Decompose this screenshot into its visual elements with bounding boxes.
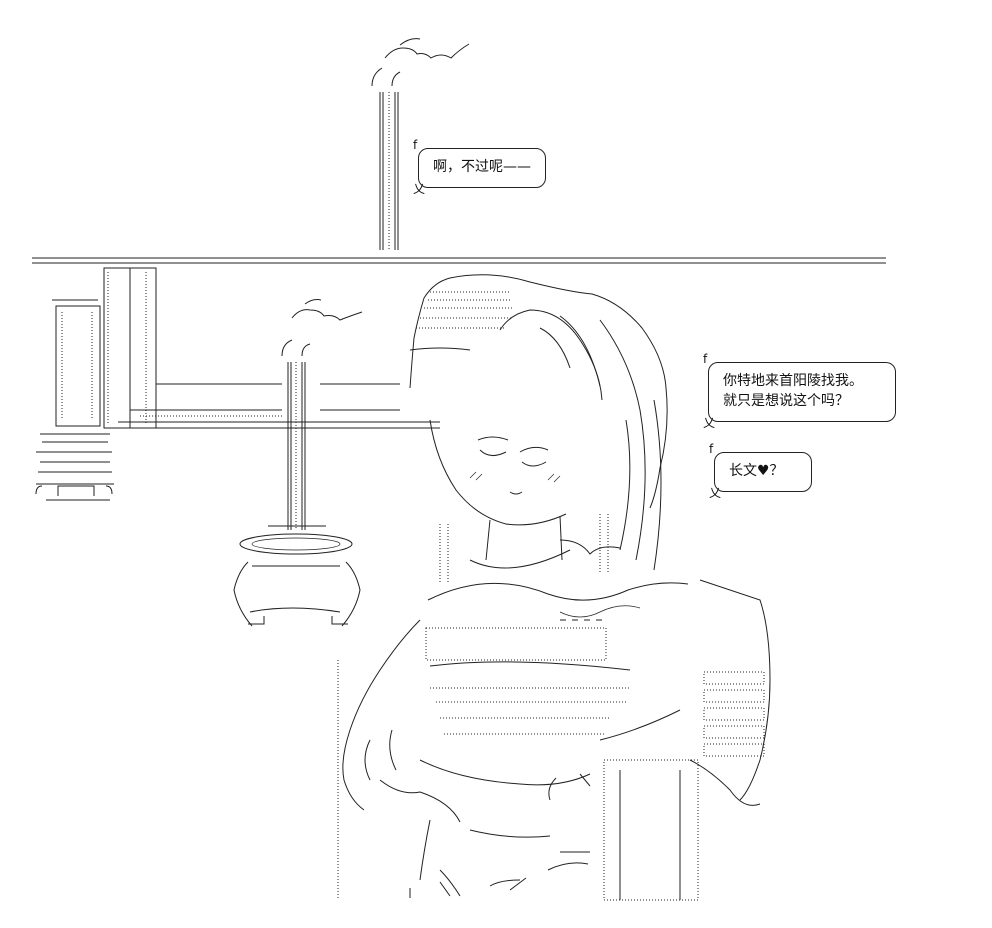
- speech-bubble-right-2: f 长文♥？ 乂: [709, 442, 812, 500]
- speech-bubble-top: f 啊，不过呢—— 乂: [413, 138, 546, 196]
- bubble-tail-top: f: [703, 352, 708, 366]
- speech-bubble-right-1: f 你特地来首阳陵找我。 就只是想说这个吗？ 乂: [703, 352, 896, 430]
- connecting-pipes: [118, 383, 440, 429]
- bubble-tail-bottom: 乂: [703, 416, 716, 430]
- cauldron: [233, 525, 361, 627]
- top-chimney: [379, 92, 399, 250]
- top-smoke: [371, 38, 470, 87]
- bubble-tail-top: f: [413, 138, 418, 152]
- bubble-tail-bottom: 乂: [413, 182, 426, 196]
- character-figure: [337, 274, 771, 901]
- bubble-top-text: 啊，不过呢——: [433, 159, 531, 175]
- bubble-right1-line1: 你特地来首阳陵找我。: [723, 373, 863, 389]
- bubble-tail-bottom: 乂: [709, 486, 722, 500]
- bubble-tail-top: f: [709, 442, 714, 456]
- bubble-right1-line2: 就只是想说这个吗？: [723, 393, 849, 409]
- bubble-right2-text: 长文♥？: [729, 463, 784, 479]
- divider-line: [32, 257, 886, 264]
- left-furnace: [35, 267, 157, 501]
- middle-chimney: [281, 299, 363, 530]
